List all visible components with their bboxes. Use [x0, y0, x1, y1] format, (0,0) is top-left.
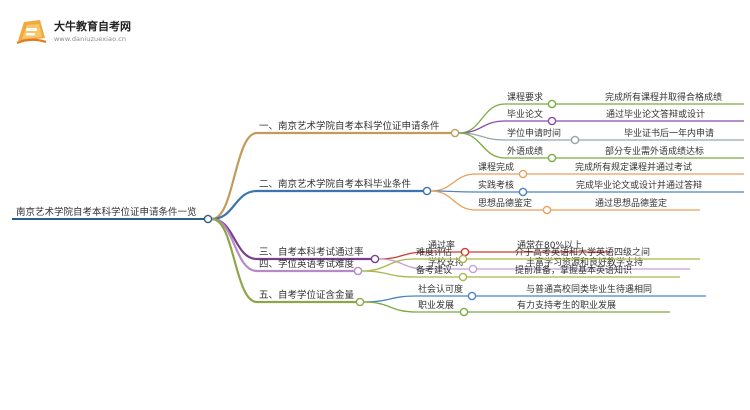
brand-title: 大牛教育自考网: [54, 20, 131, 33]
branch-3-connector: [211, 217, 258, 261]
brand-logo: 大牛教育自考网 www.daniuzuexiao.cn: [14, 16, 214, 48]
branch-5-child-2-label: 职业发展: [418, 299, 454, 311]
branch-5-label: 五、自考学位证含金量: [259, 289, 355, 301]
branch-4-node: [353, 266, 363, 276]
branch-1-child-4-node: [547, 153, 557, 163]
branch-5-child-1-node: [467, 291, 477, 301]
branch-1-child-2-leaf-text: 通过毕业论文答辩或设计: [606, 108, 705, 120]
branch-5-child-2-leaf-text: 有力支持考生的职业发展: [517, 299, 616, 311]
branch-3-child-1-leaf-text: 通常在80%以上: [517, 239, 582, 251]
branch-1-child-3-leaf-text: 毕业证书后一年内申请: [624, 127, 714, 139]
branch-4-child-2-connector: [361, 270, 415, 278]
branch-2-child-3-leaf-text: 通过思想品德鉴定: [595, 197, 667, 209]
branch-2-child-3-label: 思想品德鉴定: [478, 197, 532, 209]
branch-5-child-2-connector: [363, 301, 417, 313]
branch-1-child-3-label: 学位申请时间: [507, 127, 561, 139]
branch-4-child-2-leaf-text: 提前准备，掌握基本英语知识: [515, 264, 632, 276]
branch-3-child-2-connector: [378, 258, 427, 270]
branch-1-child-1-label: 课程要求: [507, 91, 543, 103]
branch-1-child-3-node: [570, 135, 580, 145]
branch-4-child-1-label: 难度评估: [416, 246, 452, 258]
branch-2-child-3-node: [542, 205, 552, 215]
branch-1-child-4-connector: [458, 132, 506, 159]
branch-3-node: [370, 254, 380, 264]
branch-4-child-2-node: [458, 272, 468, 282]
branch-5-connector: [211, 217, 258, 304]
branch-4-child-1-node: [458, 254, 468, 264]
branch-1-child-2-connector: [458, 120, 506, 134]
branch-2-child-2-label: 实践考核: [478, 179, 514, 191]
branch-4-label: 四、学位英语考试难度: [259, 258, 355, 270]
branch-1-node: [450, 128, 460, 138]
branch-2-child-1-label: 课程完成: [478, 161, 514, 173]
branch-2-child-2-node: [518, 187, 528, 197]
branch-2-child-3-connector: [430, 190, 477, 211]
branch-1-child-2-label: 毕业论文: [507, 108, 543, 120]
brand-subtitle: www.daniuzuexiao.cn: [54, 35, 127, 43]
branch-3-child-1-label: 通过率: [428, 239, 455, 251]
branch-5-node: [355, 297, 365, 307]
branch-4-child-2-label: 备考建议: [416, 264, 452, 276]
branch-1-child-4-leaf-text: 部分专业需外语成绩达标: [605, 145, 704, 157]
branch-3-child-1-node: [460, 247, 470, 257]
branch-1-child-2-node: [547, 116, 557, 126]
branch-1-child-1-node: [547, 99, 557, 109]
root-node: [203, 214, 213, 224]
branch-4-child-1-leaf-text: 介于高考英语和大学英语四级之间: [515, 246, 650, 258]
brand-emblem-icon: [16, 20, 47, 45]
branch-2-label: 二、南京艺术学院自考本科毕业条件: [259, 178, 412, 190]
branch-1-child-4-label: 外语成绩: [507, 145, 543, 157]
branch-5-child-1-connector: [363, 295, 417, 303]
branch-1-child-1-connector: [458, 103, 506, 134]
branch-5-child-1-label: 社会认可度: [418, 283, 463, 295]
branch-3-label: 三、自考本科考试通过率: [259, 246, 364, 258]
branch-1-connector: [211, 131, 258, 221]
branch-2-child-1-connector: [430, 173, 477, 192]
branch-3-child-2-node: [468, 264, 478, 274]
branch-2-node: [422, 186, 432, 196]
branch-2-connector: [211, 189, 258, 221]
branch-5-child-2-node: [459, 307, 469, 317]
branch-2-child-2-leaf-text: 完成毕业论文或设计并通过答辩: [576, 179, 702, 191]
branch-1-label: 一、南京艺术学院自考本科学位证申请条件: [259, 120, 440, 132]
branch-2-child-1-leaf-text: 完成所有规定课程并通过考试: [575, 161, 692, 173]
branch-2-child-1-node: [518, 169, 528, 179]
branch-5-child-1-leaf-text: 与普通高校同类毕业生待遇相同: [526, 283, 652, 295]
root-label: 南京艺术学院自考本科学位证申请条件一览: [16, 206, 197, 218]
branch-1-child-1-leaf-text: 完成所有课程并取得合格成绩: [605, 91, 722, 103]
